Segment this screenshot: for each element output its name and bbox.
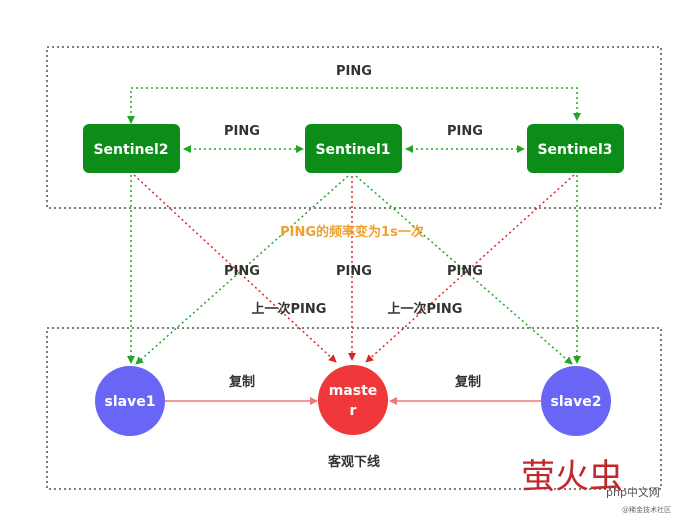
ping-right-label: PING [447, 264, 483, 279]
watermark: 萤火虫 php中文网 @稀金技术社区 [521, 457, 671, 514]
replicate-right-label: 复制 [454, 374, 481, 390]
slave2-label: slave2 [551, 394, 602, 410]
master-node: maste r [318, 365, 388, 435]
master-label-line2: r [350, 403, 357, 419]
slave2-node: slave2 [541, 366, 611, 436]
sentinel1-label: Sentinel1 [315, 142, 390, 158]
ping-left-label: PING [224, 264, 260, 279]
slave1-node: slave1 [95, 366, 165, 436]
ping-top-label: PING [336, 64, 372, 79]
watermark-brand: php中文网 [606, 485, 660, 499]
last-ping-left-label: 上一次PING [252, 301, 327, 317]
sentinel-group-box [46, 46, 662, 209]
ping-connector-s3-master [365, 174, 575, 363]
ping-frequency-label: PING的频率变为1s一次 [280, 224, 424, 240]
ping-s2-s1-label: PING [224, 124, 260, 139]
last-ping-right-label: 上一次PING [388, 301, 463, 317]
ping-top-connector [127, 87, 581, 124]
sentinel1-node: Sentinel1 [305, 124, 402, 173]
ping-connector-s1-slave1 [135, 175, 349, 365]
ping-connector-s2-master [133, 174, 337, 363]
watermark-sub: @稀金技术社区 [622, 505, 671, 514]
sentinel3-node: Sentinel3 [527, 124, 624, 173]
slave1-label: slave1 [105, 394, 156, 410]
sentinel2-label: Sentinel2 [93, 142, 168, 158]
ping-s1-s3-label: PING [447, 124, 483, 139]
replicate-left-label: 复制 [228, 374, 255, 390]
objective-down-label: 客观下线 [328, 454, 380, 470]
sentinel2-node: Sentinel2 [83, 124, 180, 173]
sentinel3-label: Sentinel3 [537, 142, 612, 158]
watermark-logo-text: 萤火虫 [521, 457, 623, 497]
master-label-line1: maste [329, 383, 378, 399]
server-group-box [46, 327, 662, 490]
ping-center-label: PING [336, 264, 372, 279]
